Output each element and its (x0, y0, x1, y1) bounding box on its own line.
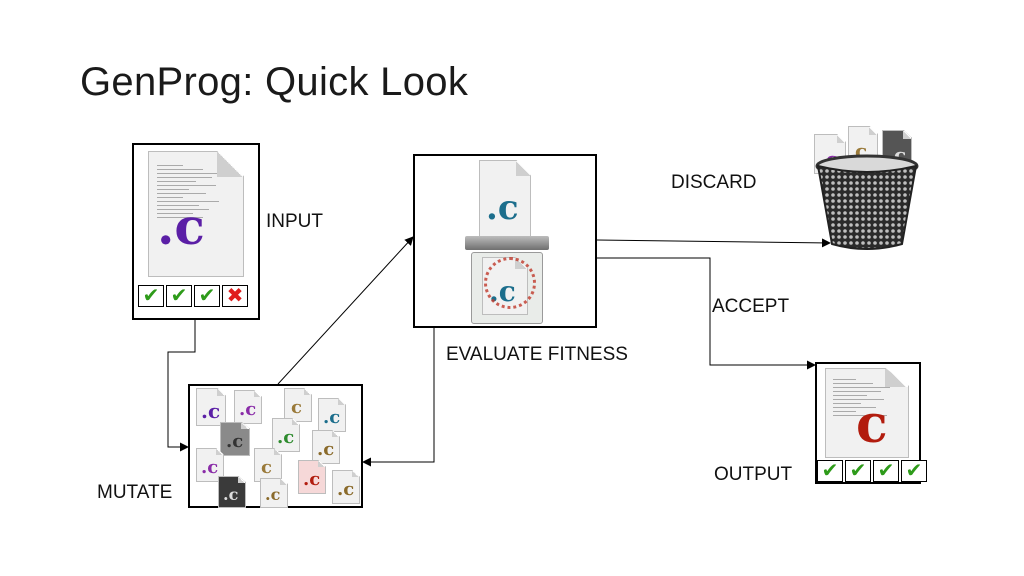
arrow-evaluate-to-discard (596, 238, 831, 248)
output-label: OUTPUT (714, 464, 793, 485)
accept-label: ACCEPT (712, 296, 790, 317)
input-box: .c ✔ ✔ ✔ ✖ (132, 143, 260, 320)
arrow-input-to-mutate (167, 320, 196, 452)
checkmark-icon: ✔ (166, 285, 192, 307)
checkmark-icon: ✔ (817, 460, 843, 482)
checkmark-icon: ✔ (138, 285, 164, 307)
c-source-file-icon: c (825, 368, 909, 458)
scanner-icon: .c .c (465, 160, 549, 326)
input-test-results: ✔ ✔ ✔ ✖ (138, 285, 250, 307)
c-source-file-icon: .c (148, 151, 244, 277)
output-box: c ✔ ✔ ✔ ✔ (815, 362, 927, 484)
trash-can-icon: .c c .c (812, 126, 922, 252)
page-title: GenProg: Quick Look (80, 60, 469, 104)
checkmark-icon: ✔ (194, 285, 220, 307)
cross-icon: ✖ (222, 285, 248, 307)
arrow-mutate-to-evaluate (277, 236, 414, 385)
arrow-evaluate-to-mutate (362, 328, 435, 467)
mutate-box: .c .c c .c .c .c .c .c c .c .c .c .c (188, 384, 363, 508)
input-label: INPUT (266, 211, 323, 232)
checkmark-icon: ✔ (845, 460, 871, 482)
file-extension: .c (157, 197, 205, 256)
arrow-evaluate-to-output (597, 257, 816, 370)
evaluate-box: .c .c (413, 154, 597, 328)
checkmark-icon: ✔ (873, 460, 899, 482)
mutate-label: MUTATE (97, 482, 173, 503)
evaluate-label: EVALUATE FITNESS (446, 344, 628, 365)
output-test-results: ✔ ✔ ✔ ✔ (817, 460, 929, 482)
checkmark-icon: ✔ (901, 460, 927, 482)
discard-label: DISCARD (671, 172, 757, 193)
